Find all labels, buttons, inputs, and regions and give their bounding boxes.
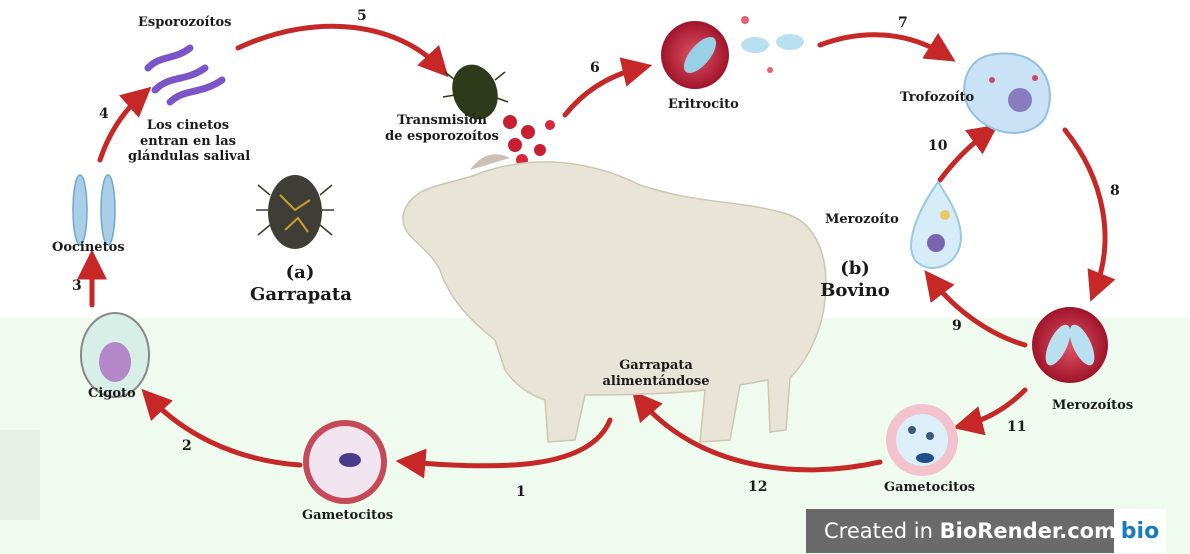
gametocytes-left-icon bbox=[303, 420, 387, 504]
step-2: 2 bbox=[182, 438, 192, 454]
label-trofozoito: Trofozoíto bbox=[900, 90, 974, 106]
watermark-text: Created in BioRender.com bbox=[806, 519, 1116, 543]
step-6: 6 bbox=[590, 60, 600, 76]
label-cinetos: Los cinetos entran en las glándulas sali… bbox=[128, 118, 248, 165]
label-garrapata-alimentandose: Garrapata alimentándose bbox=[596, 358, 716, 389]
label-gametocitos-left: Gametocitos bbox=[302, 508, 393, 524]
zygote-icon bbox=[81, 313, 149, 397]
sporozoites-icon bbox=[148, 48, 222, 102]
tick-icon bbox=[256, 175, 334, 249]
label-bovino-letter: (b) bbox=[805, 258, 905, 280]
step-9: 9 bbox=[952, 318, 962, 334]
step-5: 5 bbox=[357, 8, 367, 24]
step-1: 1 bbox=[516, 484, 526, 500]
label-bovino: (b) Bovino bbox=[805, 258, 905, 301]
label-garrapata-name: Garrapata bbox=[250, 284, 350, 306]
label-merozoitos: Merozoítos bbox=[1052, 398, 1133, 414]
step-10: 10 bbox=[928, 138, 947, 154]
merozoite-icon bbox=[911, 182, 961, 268]
arrow-step-1 bbox=[408, 420, 610, 466]
arrow-step-2 bbox=[150, 398, 300, 465]
step-7: 7 bbox=[898, 15, 908, 31]
biorender-logo-icon: bio bbox=[1114, 509, 1166, 553]
label-transmision: Transmisión de esporozoítos bbox=[382, 113, 502, 144]
watermark-brand: BioRender.com bbox=[940, 519, 1116, 543]
step-3: 3 bbox=[72, 278, 82, 294]
arrow-step-6 bbox=[565, 68, 640, 115]
label-merozoito: Merozoíto bbox=[825, 212, 899, 228]
trophozoite-icon bbox=[964, 53, 1050, 133]
watermark-prefix: Created in bbox=[824, 519, 940, 543]
label-cinetos-line1: Los cinetos bbox=[128, 118, 248, 134]
label-garrapata-letter: (a) bbox=[250, 262, 350, 284]
label-garrapata-alim-line1: Garrapata bbox=[596, 358, 716, 374]
label-bovino-name: Bovino bbox=[805, 280, 905, 302]
label-eritrocito: Eritrocito bbox=[668, 97, 739, 113]
step-8: 8 bbox=[1110, 183, 1120, 199]
label-garrapata-alim-line2: alimentándose bbox=[596, 374, 716, 390]
label-gametocitos-right: Gametocitos bbox=[884, 480, 975, 496]
arrow-step-5 bbox=[238, 26, 440, 68]
arrow-step-8 bbox=[1065, 130, 1105, 290]
label-esporozoitos: Esporozoítos bbox=[138, 15, 232, 31]
label-transmision-line1: Transmisión bbox=[382, 113, 502, 129]
ookinetes-icon bbox=[73, 175, 115, 245]
merozoites-in-erythrocyte-icon bbox=[1032, 307, 1108, 383]
step-4: 4 bbox=[99, 106, 109, 122]
biorender-watermark[interactable]: Created in BioRender.com bio bbox=[806, 509, 1166, 553]
arrow-step-12 bbox=[640, 400, 880, 470]
label-transmision-line2: de esporozoítos bbox=[382, 129, 502, 145]
arrow-step-7 bbox=[820, 35, 945, 55]
cow-illustration bbox=[403, 154, 826, 442]
step-11: 11 bbox=[1007, 419, 1026, 435]
label-garrapata: (a) Garrapata bbox=[250, 262, 350, 305]
erythrocyte-icon bbox=[661, 16, 804, 89]
arrow-step-9 bbox=[932, 280, 1025, 345]
label-cinetos-line2: entran en las bbox=[128, 134, 248, 150]
step-12: 12 bbox=[748, 479, 767, 495]
label-cigoto: Cigoto bbox=[88, 386, 136, 402]
label-oocinetos: Oocinetos bbox=[52, 240, 125, 256]
gametocytes-right-icon bbox=[886, 404, 958, 476]
label-cinetos-line3: glándulas salival bbox=[128, 149, 248, 165]
